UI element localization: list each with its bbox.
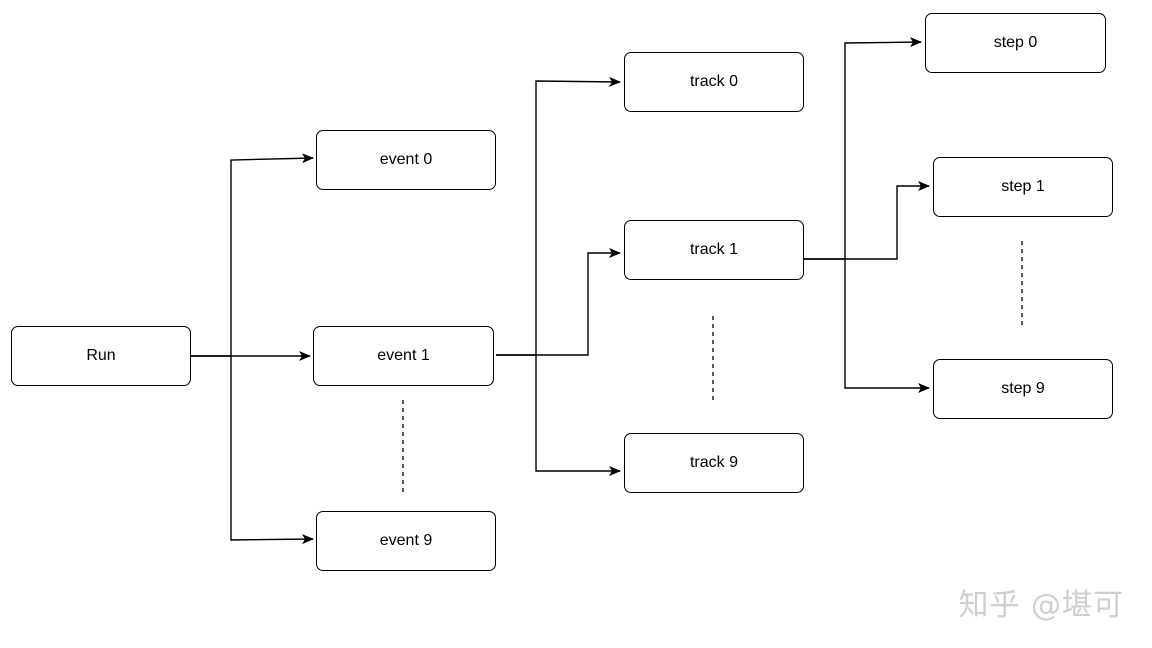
node-event-0[interactable]: event 0: [316, 130, 496, 190]
node-event-9[interactable]: event 9: [316, 511, 496, 571]
connector-track1-step0: [804, 37, 922, 260]
node-step-0[interactable]: step 0: [925, 13, 1106, 73]
connector-track1-step1: [804, 181, 930, 260]
watermark: 知乎 @堪可: [958, 588, 1124, 623]
node-event-9-label: event 9: [379, 532, 433, 549]
connector-track1-step9: [844, 259, 930, 393]
node-event-0-label: event 0: [379, 151, 433, 168]
connector-event1-track1: [496, 248, 621, 356]
node-step-1-label: step 1: [1001, 178, 1045, 195]
connector-run-event0: [190, 153, 314, 357]
node-track-0[interactable]: track 0: [624, 52, 804, 112]
connector-run-event9: [230, 356, 314, 545]
node-step-0-label: step 0: [993, 34, 1038, 51]
node-run[interactable]: Run: [11, 326, 191, 386]
node-track-9-label: track 9: [689, 454, 738, 471]
node-step-9[interactable]: step 9: [933, 359, 1113, 419]
connector-event1-track0: [496, 76, 621, 356]
node-step-9-label: step 9: [1001, 380, 1045, 397]
node-run-label: Run: [86, 347, 116, 364]
node-event-1-label: event 1: [377, 347, 430, 364]
node-track-9[interactable]: track 9: [624, 433, 804, 493]
node-track-0-label: track 0: [689, 73, 738, 90]
node-event-1[interactable]: event 1: [313, 326, 494, 386]
node-track-1-label: track 1: [689, 241, 738, 258]
node-step-1[interactable]: step 1: [933, 157, 1113, 217]
connector-event1-track9: [535, 355, 621, 476]
node-track-1[interactable]: track 1: [624, 220, 804, 280]
